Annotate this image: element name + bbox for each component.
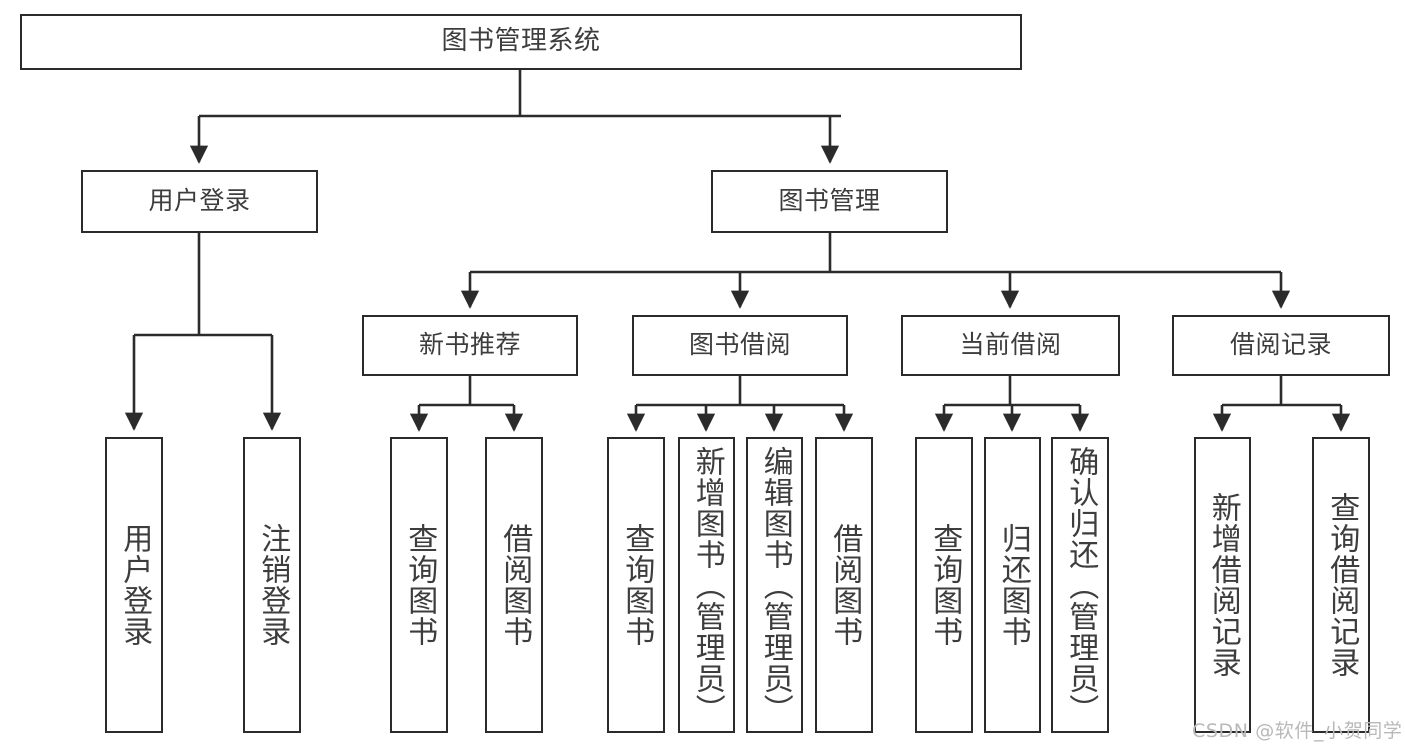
node-label: 借阅图书 — [827, 523, 863, 647]
leaf-current-confirm-return-admin[interactable]: 确认归还（管理员） — [1051, 437, 1109, 733]
node-label: 确认归还（管理员） — [1063, 445, 1099, 725]
node-label: 借阅记录 — [1229, 330, 1332, 360]
node-label: 当前借阅 — [959, 330, 1062, 360]
node-label: 图书管理系统 — [441, 26, 601, 57]
node-user-login[interactable]: 用户登录 — [81, 170, 318, 233]
leaf-user-logout[interactable]: 注销登录 — [243, 437, 301, 733]
leaf-record-add-borrow-record[interactable]: 新增借阅记录 — [1194, 437, 1251, 733]
node-label: 归还图书 — [995, 523, 1031, 647]
node-label: 用户登录 — [148, 186, 251, 216]
leaf-recommend-query-book[interactable]: 查询图书 — [390, 437, 448, 733]
leaf-borrow-edit-book-admin[interactable]: 编辑图书（管理员） — [746, 437, 803, 733]
node-new-book-recommend[interactable]: 新书推荐 — [362, 315, 578, 376]
node-label: 新增图书（管理员） — [689, 445, 725, 725]
node-label: 新书推荐 — [418, 330, 521, 360]
node-book-management[interactable]: 图书管理 — [711, 170, 948, 233]
leaf-record-query-borrow-record[interactable]: 查询借阅记录 — [1312, 437, 1370, 733]
node-label: 查询图书 — [402, 523, 438, 647]
node-label: 图书借阅 — [688, 330, 791, 360]
node-label: 编辑图书（管理员） — [757, 445, 793, 725]
leaf-current-query-book[interactable]: 查询图书 — [915, 437, 973, 733]
node-label: 查询图书 — [619, 523, 655, 647]
leaf-recommend-borrow-book[interactable]: 借阅图书 — [485, 437, 543, 733]
node-label: 查询借阅记录 — [1324, 492, 1360, 678]
node-label: 用户登录 — [117, 523, 153, 647]
csdn-watermark: CSDN @软件_小贺同学 — [1192, 720, 1403, 742]
leaf-borrow-add-book-admin[interactable]: 新增图书（管理员） — [678, 437, 735, 733]
node-root-system[interactable]: 图书管理系统 — [20, 14, 1022, 70]
node-label: 图书管理 — [778, 186, 881, 216]
node-current-borrow[interactable]: 当前借阅 — [901, 315, 1120, 376]
node-label: 注销登录 — [255, 523, 291, 647]
node-borrow-record[interactable]: 借阅记录 — [1172, 315, 1390, 376]
node-label: 查询图书 — [927, 523, 963, 647]
leaf-borrow-query-book[interactable]: 查询图书 — [607, 437, 665, 733]
leaf-current-return-book[interactable]: 归还图书 — [984, 437, 1041, 733]
node-label: 借阅图书 — [497, 523, 533, 647]
leaf-borrow-borrow-book[interactable]: 借阅图书 — [815, 437, 873, 733]
node-book-borrow[interactable]: 图书借阅 — [632, 315, 848, 376]
leaf-user-login[interactable]: 用户登录 — [105, 437, 163, 733]
node-label: 新增借阅记录 — [1205, 492, 1241, 678]
